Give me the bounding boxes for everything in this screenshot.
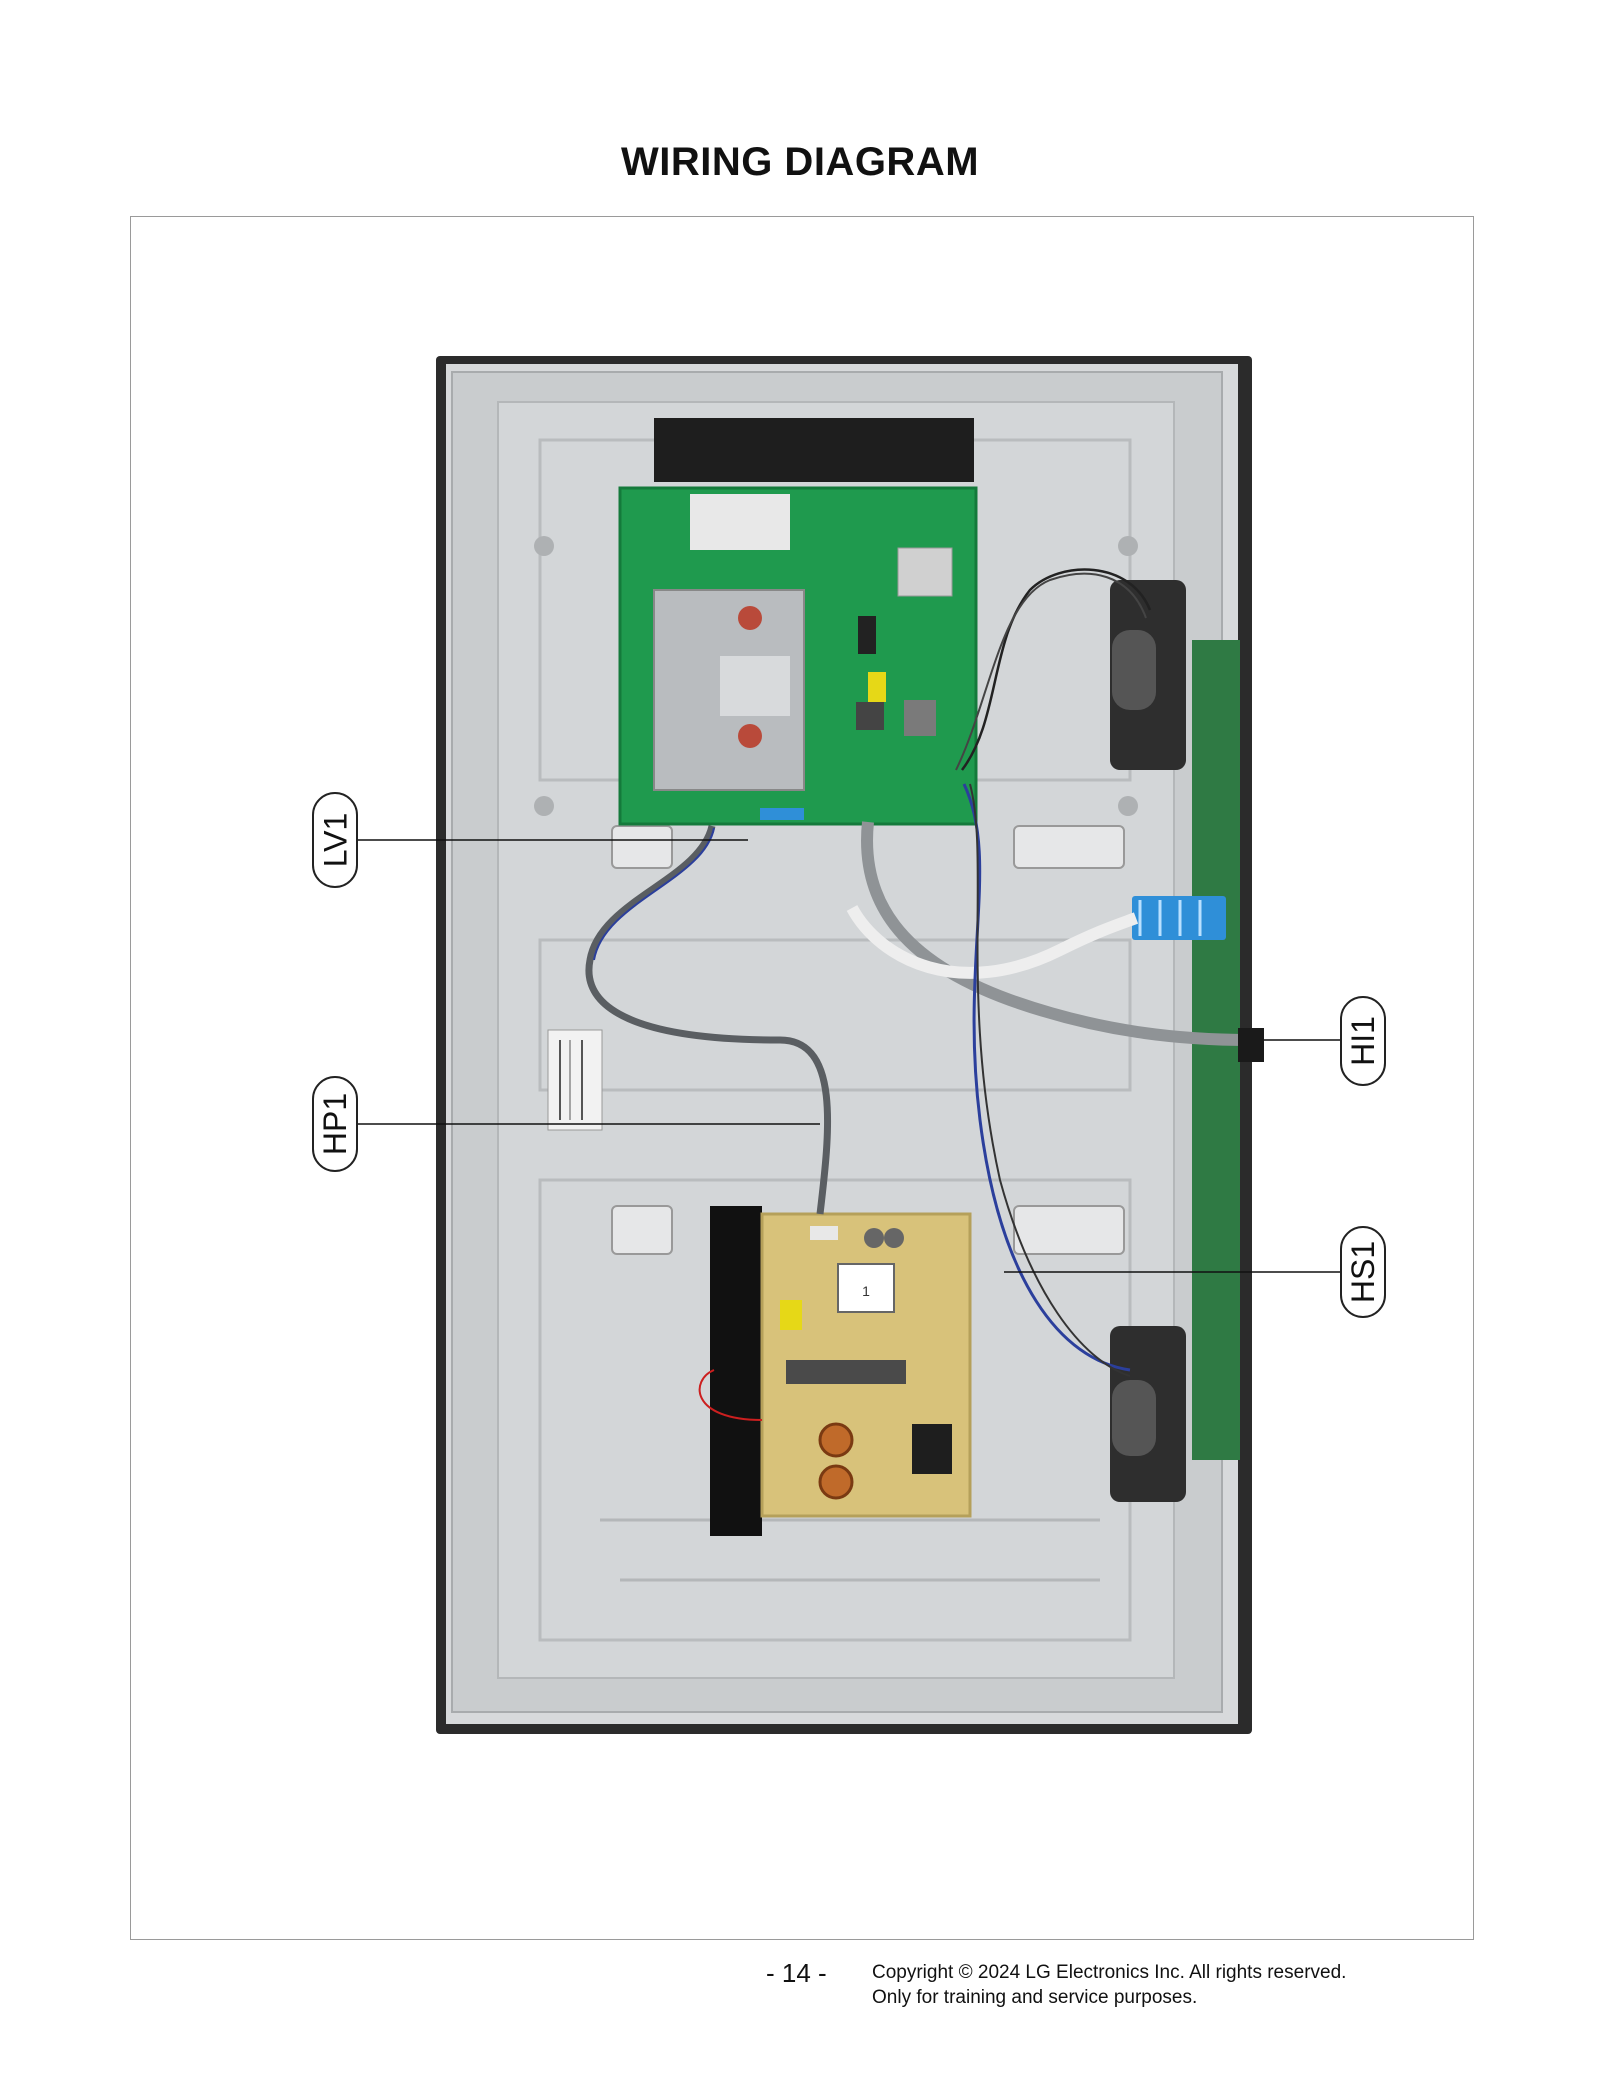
callout-hp1-label: HP1: [317, 1092, 353, 1156]
copyright-notice: Copyright © 2024 LG Electronics Inc. All…: [872, 1960, 1346, 2010]
callout-hs1: HS1: [1340, 1226, 1386, 1318]
speaker-wire-top: [961, 568, 1152, 771]
lv1-harness-cable: [585, 825, 832, 1215]
copyright-line-2: Only for training and service purposes.: [872, 1987, 1198, 2008]
callout-hi1-label: HI1: [1345, 1016, 1382, 1066]
cable-clamp: [1238, 1028, 1264, 1062]
callout-hp1: HP1: [312, 1076, 358, 1172]
callout-lv1-label: LV1: [317, 812, 353, 868]
power-board-shield: [710, 1206, 762, 1536]
tcon-board-strip: [1192, 640, 1240, 1460]
callout-hs1-label: HS1: [1345, 1240, 1381, 1304]
copyright-line-1: Copyright © 2024 LG Electronics Inc. All…: [872, 1962, 1347, 1983]
page-number: - 14 -: [766, 1958, 827, 1988]
callout-lv1: LV1: [312, 792, 358, 888]
rating-label-sticker: [547, 1029, 603, 1131]
main-board-bracket: [654, 418, 974, 482]
hs1-speaker-wire-bottom: [962, 783, 1131, 1372]
psu-number-label: 1: [862, 1283, 870, 1299]
callout-hi1: HI1: [1340, 996, 1386, 1086]
hi1-ribbon-cable: [861, 821, 1251, 1046]
page-title: WIRING DIAGRAM: [620, 140, 980, 184]
white-flat-cable: [846, 905, 1139, 979]
diagram-frame: [130, 216, 1474, 1940]
